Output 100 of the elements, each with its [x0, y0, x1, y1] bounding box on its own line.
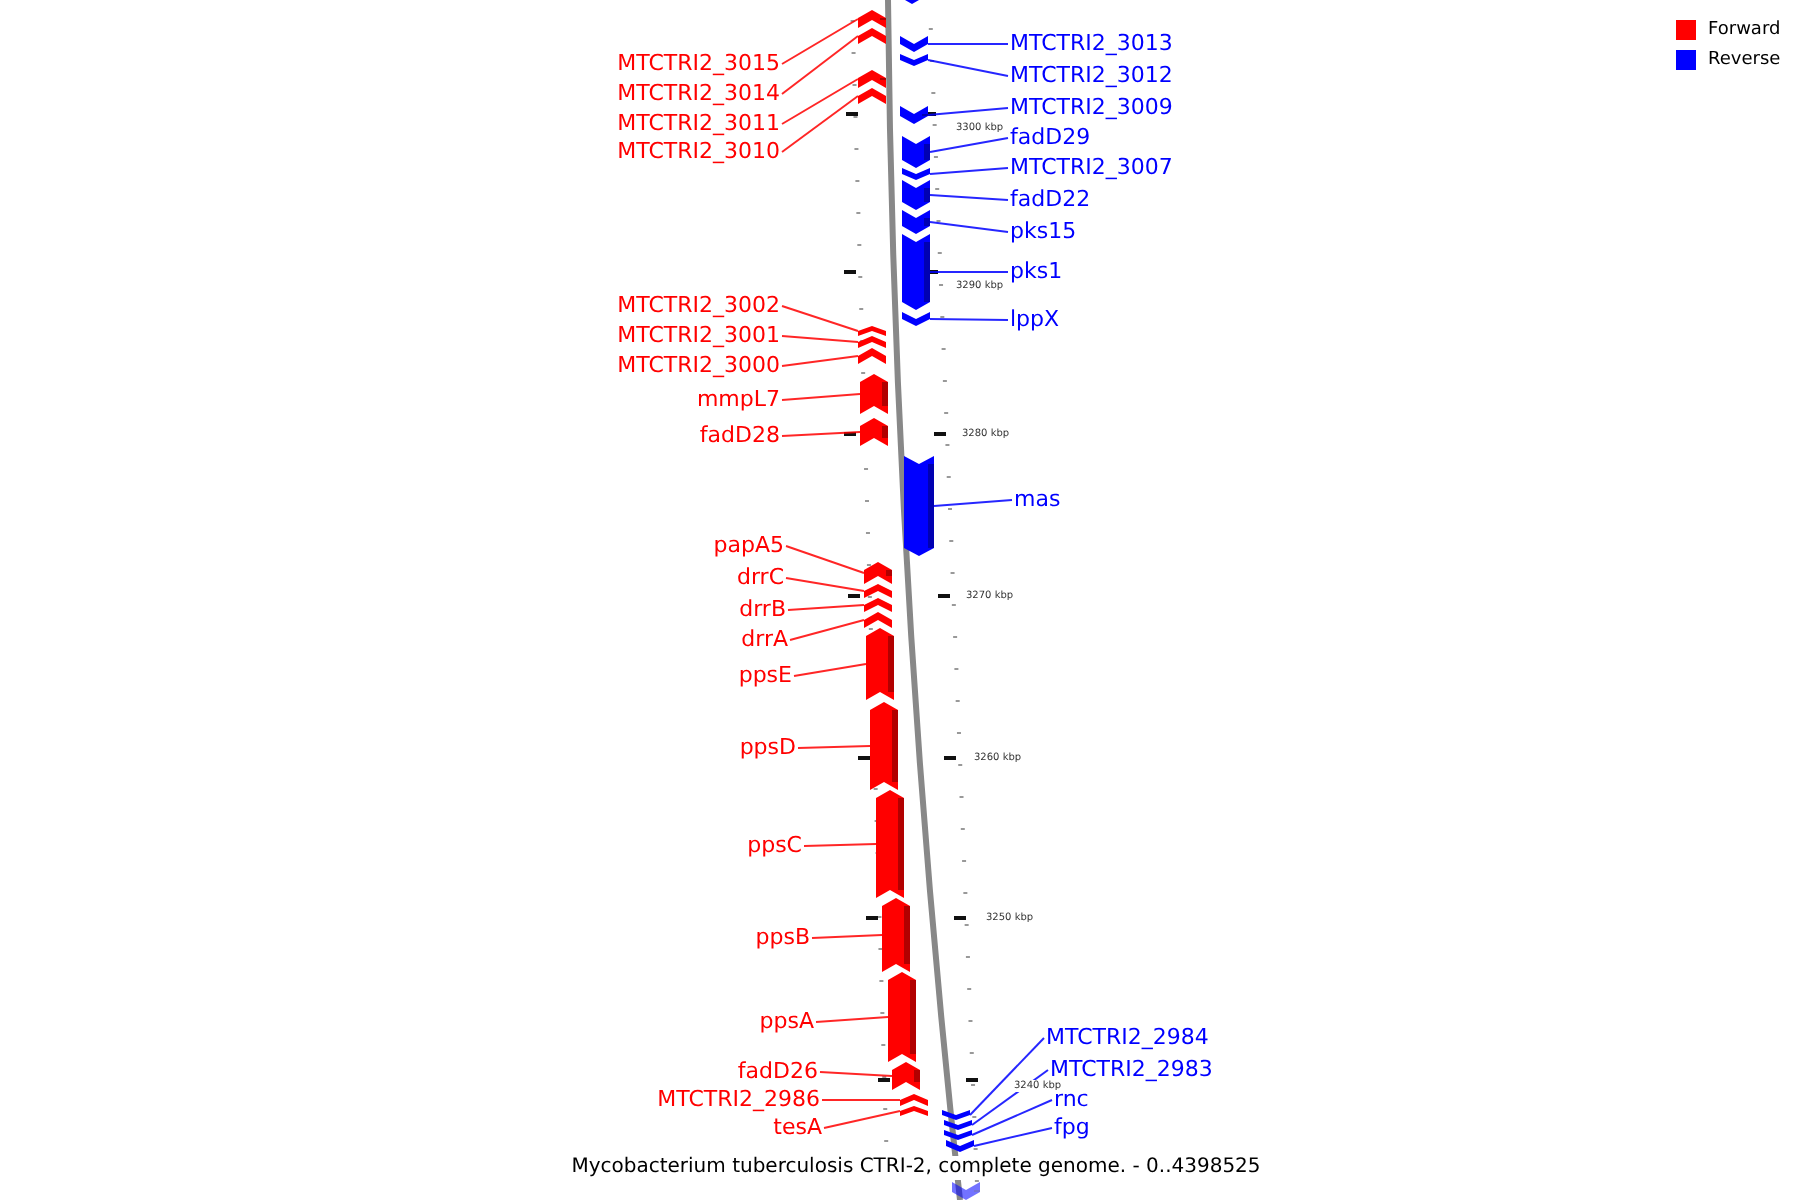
leader-line	[787, 604, 865, 611]
caption: Mycobacterium tuberculosis CTRI-2, complete genome. - 0..4398525	[571, 1156, 1261, 1180]
gene-block	[860, 418, 888, 446]
leader-line	[815, 1016, 889, 1023]
gene-block	[876, 790, 904, 898]
gene-label: MTCTRI2_3010	[617, 138, 780, 164]
leader-line	[969, 1037, 1045, 1116]
leader-line	[781, 95, 859, 153]
gene-block	[864, 562, 892, 584]
leader-line	[789, 619, 865, 641]
gene-block	[900, 1094, 928, 1106]
gene-block	[860, 374, 888, 414]
leader-line	[793, 663, 867, 677]
gene-label: MTCTRI2_3009	[1010, 94, 1173, 120]
leader-line	[811, 934, 883, 939]
gene-label: ppsB	[755, 924, 810, 950]
leader-line	[785, 577, 865, 592]
gene-block	[858, 326, 886, 336]
leader-line	[971, 1099, 1053, 1136]
gene-block	[858, 10, 886, 28]
leader-line	[927, 107, 1009, 116]
leader-line	[933, 499, 1013, 507]
gene-label: MTCTRI2_3013	[1010, 30, 1173, 56]
gene-block	[944, 1120, 972, 1130]
gene-label: drrB	[739, 596, 786, 622]
gene-label: lppX	[1010, 306, 1060, 332]
gene-block	[900, 106, 928, 124]
gene-label: fadD26	[737, 1058, 818, 1084]
leader-line	[927, 43, 1009, 45]
gene-label: fadD29	[1010, 124, 1091, 150]
gene-label: MTCTRI2_3011	[617, 110, 780, 136]
gene-label: pks1	[1010, 258, 1063, 284]
gene-block	[900, 54, 928, 66]
gene-label: tesA	[773, 1114, 822, 1140]
gene-block	[900, 1106, 928, 1116]
gene-label: MTCTRI2_3001	[617, 322, 780, 348]
leader-line	[797, 745, 871, 749]
leader-line	[781, 305, 859, 332]
leader-line	[929, 194, 1009, 201]
gene-label: pks15	[1010, 218, 1077, 244]
leader-line	[823, 1110, 901, 1129]
gene-label: MTCTRI2_3000	[617, 352, 780, 378]
gene-block	[858, 88, 886, 104]
leader-line	[781, 393, 861, 401]
gene-label: MTCTRI2_2984	[1046, 1024, 1209, 1050]
leader-line	[929, 221, 1009, 233]
legend-label: Forward	[1708, 20, 1781, 42]
leader-line	[973, 1127, 1053, 1147]
leader-line	[929, 167, 1009, 175]
gene-block	[858, 336, 886, 348]
leader-line	[781, 35, 859, 95]
leader-line	[927, 59, 1009, 77]
gene-block	[858, 28, 886, 44]
gene-label: ppsA	[759, 1008, 814, 1034]
leader-line	[781, 431, 861, 437]
leader-line	[781, 78, 859, 125]
gene-label: MTCTRI2_2986	[657, 1086, 820, 1112]
gene-label: papA5	[713, 532, 784, 558]
leader-line	[785, 545, 865, 574]
gene-block	[904, 456, 934, 556]
gene-block	[864, 584, 892, 598]
gene-block	[882, 898, 910, 972]
leader-line	[929, 137, 1009, 153]
gene-label: MTCTRI2_3002	[617, 292, 780, 318]
leader-line	[929, 271, 1009, 273]
gene-block	[952, 1182, 980, 1200]
gene-label: ppsD	[739, 734, 796, 760]
gene-label: MTCTRI2_2983	[1050, 1056, 1213, 1082]
leader-line	[781, 355, 859, 367]
gene-label: MTCTRI2_3012	[1010, 62, 1173, 88]
leader-line	[781, 335, 859, 343]
gene-block	[900, 36, 928, 52]
gene-block	[902, 210, 930, 234]
gene-label: ppsC	[747, 832, 802, 858]
gene-label: MTCTRI2_3007	[1010, 154, 1173, 180]
leader-line	[929, 318, 1009, 321]
gene-label: fadD22	[1010, 186, 1091, 212]
gene-label: MTCTRI2_3014	[617, 80, 780, 106]
gene-block	[892, 1062, 920, 1090]
leader-line	[821, 1099, 901, 1101]
gene-block	[864, 598, 892, 612]
gene-label: drrA	[741, 626, 788, 652]
gene-block	[858, 70, 886, 88]
gene-block	[944, 1130, 972, 1140]
leader-line	[819, 1071, 893, 1077]
leader-line	[781, 18, 859, 65]
gene-label: mmpL7	[696, 386, 780, 412]
gene-label: ppsE	[738, 662, 792, 688]
gene-label: mas	[1014, 486, 1061, 512]
leader-line	[803, 843, 877, 847]
gene-block	[858, 348, 886, 364]
gene-block	[870, 702, 898, 790]
gene-label: MTCTRI2_3015	[617, 50, 780, 76]
gene-label: fadD28	[699, 422, 780, 448]
gene-block	[946, 1140, 974, 1152]
legend-label: Reverse	[1708, 50, 1781, 72]
gene-label: drrC	[736, 564, 784, 590]
gene-label: fpg	[1054, 1114, 1090, 1140]
gene-block	[942, 1110, 970, 1120]
leader-line	[971, 1069, 1049, 1126]
